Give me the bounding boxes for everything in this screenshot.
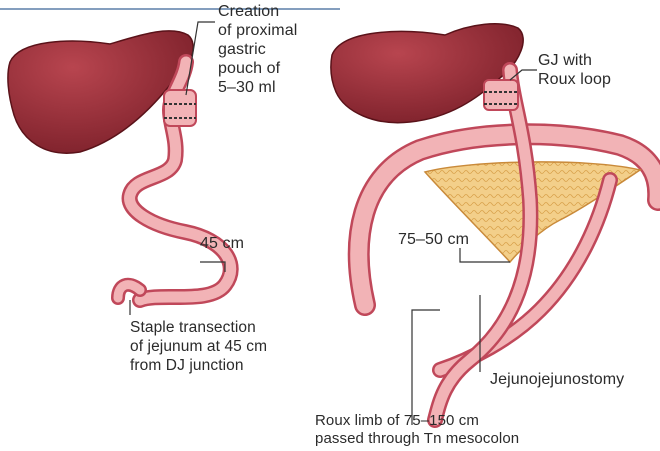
label-45cm: 45 cm [200, 234, 244, 253]
gastric-pouch [164, 90, 196, 126]
leader-45cm [200, 262, 225, 272]
label-roux-limb: Roux limb of 75–150 cm passed through Tn… [315, 412, 519, 448]
label-gj-roux: GJ with Roux loop [538, 51, 611, 89]
label-pouch-creation: Creation of proximal gastric pouch of 5–… [218, 2, 297, 97]
label-75-50cm: 75–50 cm [398, 230, 469, 249]
gj-pouch [484, 80, 518, 110]
left-panel [8, 22, 231, 315]
label-jejunojejunostomy: Jejunojejunostomy [490, 370, 624, 389]
label-staple-transection: Staple transection of jejunum at 45 cm f… [130, 318, 267, 375]
